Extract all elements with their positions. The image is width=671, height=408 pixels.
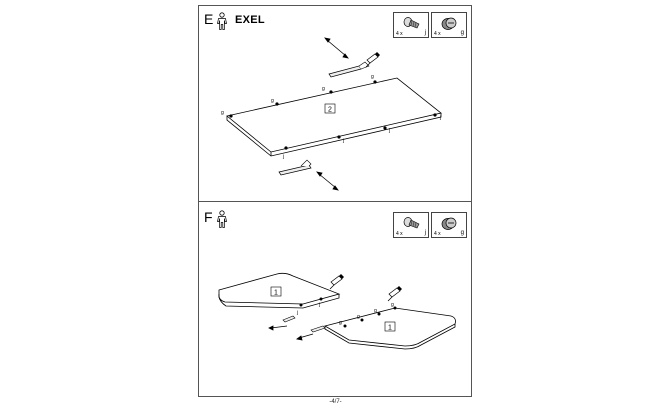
- hardware-points: [229, 80, 437, 150]
- table-leaf-left: [218, 272, 341, 309]
- parts-box-lock: 4 x g: [431, 212, 467, 238]
- extension-rail-bottom: [278, 159, 312, 176]
- part-qty: 4 x: [434, 31, 441, 37]
- direction-arrow: [268, 325, 288, 331]
- panel-label-right: 1: [388, 325, 392, 332]
- screwdriver-icon: [329, 274, 344, 290]
- step-e-panel: E EXEL 4 x j 4 x g: [199, 6, 471, 202]
- part-code: g: [460, 30, 464, 36]
- part-code: g: [460, 230, 464, 236]
- hardware-label: g: [221, 110, 224, 116]
- extension-rail-left: [282, 315, 296, 323]
- step-letter: F: [204, 209, 213, 225]
- single-person-icon: [217, 12, 227, 30]
- direction-arrow: [316, 171, 339, 191]
- direction-arrow: [296, 333, 314, 341]
- model-name: EXEL: [235, 14, 265, 26]
- hardware-label: j: [439, 115, 441, 121]
- screwdriver-icon: [387, 286, 402, 302]
- hardware-label: g: [339, 320, 342, 326]
- single-person-icon: [217, 210, 227, 228]
- part-code: j: [424, 230, 426, 236]
- instruction-sheet: E EXEL 4 x j 4 x g: [198, 5, 472, 397]
- cam-lock-icon: [441, 17, 457, 30]
- part-qty: 4 x: [396, 231, 403, 237]
- part-qty: 4 x: [434, 231, 441, 237]
- hardware-label: g: [357, 314, 360, 320]
- parts-box-bolt: 4 x j: [393, 12, 429, 38]
- step-f-diagram: 1 1 j j g g g: [218, 272, 456, 350]
- cam-lock-icon: [441, 217, 457, 230]
- hardware-labels: j j g g g g: [296, 302, 394, 326]
- part-code: j: [424, 30, 426, 36]
- hardware-label: j: [296, 310, 298, 316]
- parts-box-bolt: 4 x j: [393, 212, 429, 238]
- hardware-labels: g g g g j j j j: [221, 74, 441, 160]
- hardware-label: g: [371, 74, 374, 80]
- direction-arrow: [324, 37, 349, 59]
- cam-bolt-icon: [403, 17, 420, 29]
- hardware-label: j: [282, 154, 284, 160]
- extension-rail-top: [328, 61, 370, 78]
- screwdriver-icon: [365, 52, 380, 68]
- hardware-label: g: [374, 308, 377, 314]
- hardware-points: [299, 297, 397, 328]
- step-letter: E: [204, 11, 214, 27]
- hardware-label: j: [388, 128, 390, 134]
- panel-label-left: 1: [274, 290, 278, 297]
- step-f-panel: F 4 x j 4 x g: [199, 202, 471, 396]
- cam-bolt-icon: [403, 217, 420, 229]
- step-e-diagram: 2 g g g g j j j j: [221, 37, 442, 191]
- extension-rail-right: [310, 325, 326, 333]
- panel-label: 2: [328, 107, 332, 114]
- hardware-label: j: [318, 302, 320, 308]
- hardware-label: g: [322, 86, 325, 92]
- hardware-label: g: [391, 302, 394, 308]
- table-leaf-right: [323, 307, 456, 350]
- hardware-label: g: [271, 98, 274, 104]
- hardware-label: j: [342, 138, 344, 144]
- parts-box-lock: 4 x g: [431, 12, 467, 38]
- table-top-panel: [226, 77, 442, 157]
- part-qty: 4 x: [396, 31, 403, 37]
- page-number: -4/7-: [329, 399, 342, 405]
